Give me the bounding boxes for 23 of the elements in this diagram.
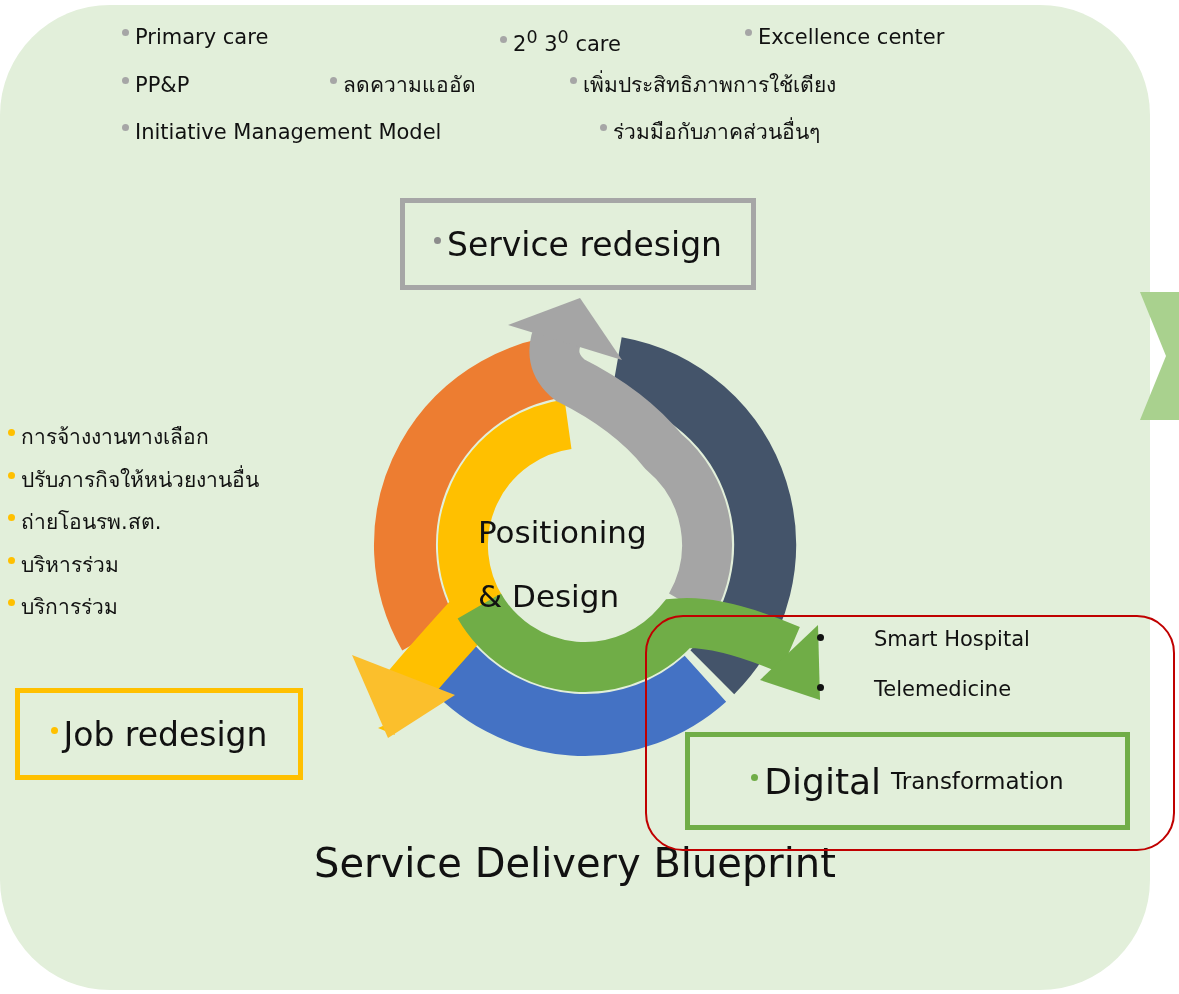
bullet-item: การจ้างงานทางเลือก (8, 422, 209, 452)
box-label: Transformation (891, 768, 1064, 794)
bullet-item: Initiative Management Model (122, 117, 442, 147)
bullet-item: เพิ่มประสิทธิภาพการใช้เตียง (570, 70, 836, 100)
bullet-item: Telemedicine (817, 677, 1012, 701)
category-box (400, 198, 756, 290)
category-box (15, 688, 303, 780)
bullet-item: ปรับภารกิจให้หน่วยงานอื่น (8, 465, 259, 495)
bullet-item: บริการร่วม (8, 592, 118, 622)
bullet-item: Smart Hospital (817, 627, 1030, 651)
box-label: Service redesign (433, 224, 723, 264)
box-label: Digital (751, 760, 882, 802)
bullet-item: 2$^{0}$ 3$^{0}$ care (500, 22, 621, 59)
bullet-item: ลดความแออัด (330, 70, 476, 100)
panel-title: Service Delivery Blueprint (313, 840, 837, 886)
bullet-item: ร่วมมือกับภาคส่วนอื่นๆ (600, 117, 820, 147)
box-label: Job redesign (50, 714, 268, 754)
bullet-item: PP&P (122, 70, 190, 100)
bullet-item: ถ่ายโอนรพ.สต. (8, 507, 162, 537)
category-box (685, 732, 1130, 830)
bullet-item: Excellence center (745, 22, 945, 52)
bullet-item: Primary care (122, 22, 269, 52)
bullet-item: บริหารร่วม (8, 550, 119, 580)
